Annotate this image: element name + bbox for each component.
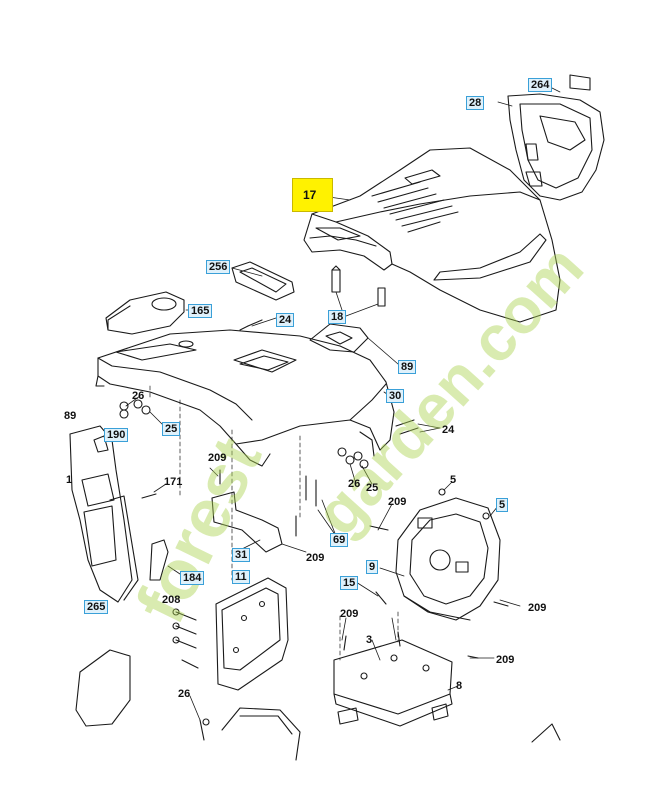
callout-69[interactable]: 69: [330, 533, 349, 547]
callout-190[interactable]: 190: [104, 428, 129, 442]
callout-209-c[interactable]: 209: [306, 552, 325, 564]
callout-25-left[interactable]: 25: [162, 422, 181, 436]
callout-26-right[interactable]: 26: [348, 478, 361, 490]
callout-209-a[interactable]: 209: [208, 452, 227, 464]
callout-24-right[interactable]: 24: [442, 424, 455, 436]
bottom-partial-parts: [75, 649, 561, 761]
callout-265[interactable]: 265: [84, 600, 109, 614]
fasteners-left: [119, 319, 263, 419]
callout-209-e[interactable]: 209: [340, 608, 359, 620]
callout-15[interactable]: 15: [340, 576, 359, 590]
callout-89[interactable]: 89: [398, 360, 417, 374]
callout-8[interactable]: 8: [456, 680, 463, 692]
part-11-bracket: [211, 491, 289, 691]
callout-26-bottom[interactable]: 26: [178, 688, 191, 700]
callout-18[interactable]: 18: [328, 310, 347, 324]
part-165-insert: [105, 291, 185, 335]
part-89-boot: [309, 323, 369, 353]
part-208-bolts: [172, 608, 199, 669]
callout-24-top[interactable]: 24: [276, 313, 295, 327]
part-265-left-panel: [69, 425, 139, 603]
callout-165[interactable]: 165: [188, 304, 213, 318]
callout-26-left[interactable]: 26: [132, 390, 145, 402]
callout-31[interactable]: 31: [232, 548, 251, 562]
callout-1-partial[interactable]: 1: [66, 474, 73, 486]
part-30-fender-body: [95, 323, 395, 467]
part-3-base-plate: [333, 639, 453, 727]
callout-9[interactable]: 9: [366, 560, 379, 574]
callout-5-a[interactable]: 5: [450, 474, 457, 486]
callout-30[interactable]: 30: [386, 389, 405, 403]
callout-209-b[interactable]: 209: [388, 496, 407, 508]
callout-209-d[interactable]: 209: [528, 602, 547, 614]
leader-lines: [125, 85, 561, 721]
callout-256[interactable]: 256: [206, 260, 231, 274]
callout-11[interactable]: 11: [232, 570, 250, 584]
callout-28[interactable]: 28: [466, 96, 485, 110]
part-18-pins: [331, 265, 386, 307]
part-256-cover-plate: [231, 261, 295, 301]
callout-264[interactable]: 264: [528, 78, 553, 92]
fasteners-right: [337, 419, 419, 469]
callout-171[interactable]: 171: [164, 476, 183, 488]
part-28-side-panel: [507, 74, 605, 201]
callout-208[interactable]: 208: [162, 594, 181, 606]
callout-17-highlighted[interactable]: 17: [292, 178, 334, 212]
callout-209-f[interactable]: 209: [496, 654, 515, 666]
screws: [141, 469, 509, 726]
part-184-bracket: [149, 539, 169, 581]
callout-3[interactable]: 3: [366, 634, 373, 646]
callout-89-left-partial[interactable]: 89: [64, 410, 77, 422]
callout-5-b[interactable]: 5: [496, 498, 509, 512]
alignment-lines: [149, 385, 399, 661]
part-31-bracket: [211, 491, 283, 553]
part-9-plate: [395, 497, 501, 621]
callout-184[interactable]: 184: [180, 571, 205, 585]
part-17-hood: [303, 147, 561, 323]
callout-25-right[interactable]: 25: [366, 482, 379, 494]
